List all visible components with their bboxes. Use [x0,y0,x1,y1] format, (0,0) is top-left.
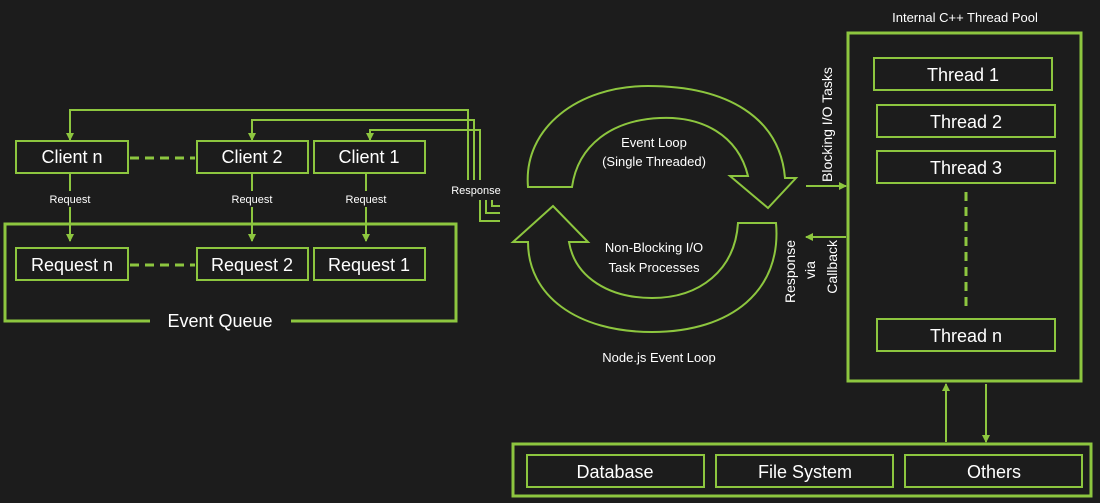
thread-3-label: Thread 3 [930,158,1002,178]
event-queue-label: Event Queue [167,311,272,331]
thread-3-box: Thread 3 [876,150,1056,184]
event-queue-frame [3,222,458,323]
thread-pool-frame [846,31,1083,383]
thread-pool-title: Internal C++ Thread Pool [892,10,1038,25]
thread-n-label: Thread n [930,326,1002,346]
task-processes-label: Task Processes [608,260,700,275]
database-label: Database [576,462,653,482]
request-2-label: Request 2 [211,255,293,275]
callback-label-line1: Response [782,240,798,303]
thread-1-label: Thread 1 [927,65,999,85]
resources-frame [511,442,1093,498]
others-box: Others [904,454,1083,488]
client-2-label: Client 2 [221,147,282,167]
others-label: Others [967,462,1021,482]
client-2-box: Client 2 [196,140,309,174]
response-label: Response [451,185,501,197]
file-system-label: File System [758,462,852,482]
event-loop-caption: Node.js Event Loop [602,350,715,365]
request-label-n: Request [50,194,91,206]
request-2-box: Request 2 [196,247,309,281]
file-system-box: File System [715,454,894,488]
callback-label-line2: via [802,261,818,279]
request-label-2: Request [232,194,273,206]
request-1-label: Request 1 [328,255,410,275]
thread-n-box: Thread n [876,318,1056,352]
client-1-label: Client 1 [338,147,399,167]
request-label-1: Request [346,194,387,206]
client-n-box: Client n [15,140,129,174]
thread-2-box: Thread 2 [876,104,1056,138]
event-loop-bottom-arrow [510,204,778,334]
client-1-box: Client 1 [313,140,426,174]
request-1-box: Request 1 [313,247,426,281]
client-n-label: Client n [41,147,102,167]
event-loop-label: Event Loop [621,135,687,150]
callback-label-line3: Callback [824,239,840,294]
database-box: Database [526,454,705,488]
thread-1-box: Thread 1 [873,57,1053,91]
response-lines [66,109,500,222]
request-n-label: Request n [31,255,113,275]
non-blocking-label: Non-Blocking I/O [605,240,703,255]
event-loop-top-arrow [526,84,799,210]
blocking-io-label: Blocking I/O Tasks [819,67,835,182]
request-n-box: Request n [15,247,129,281]
thread-2-label: Thread 2 [930,112,1002,132]
event-loop-subtitle: (Single Threaded) [602,154,706,169]
